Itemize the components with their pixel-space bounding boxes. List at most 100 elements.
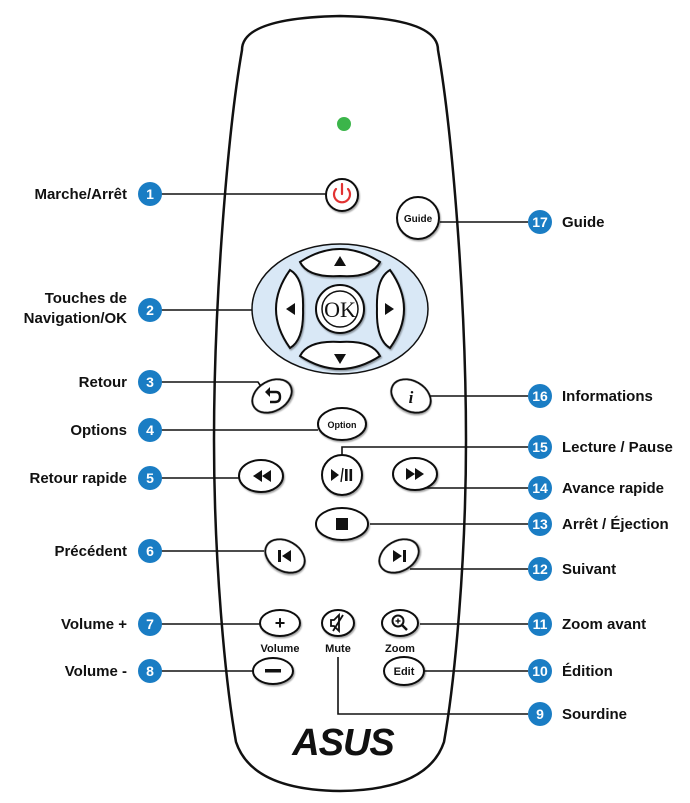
callout-8: 8 Volume - (65, 659, 162, 683)
callout-1: 1 Marche/Arrêt (34, 182, 162, 206)
power-icon (332, 187, 352, 204)
arrow-down-icon (334, 354, 346, 364)
play-pause-button[interactable] (321, 454, 363, 496)
mute-button[interactable] (321, 609, 355, 637)
callout-5: 5 Retour rapide (29, 466, 162, 490)
callout-label: Édition (562, 663, 613, 680)
mute-label: Mute (325, 643, 351, 655)
arrow-left-icon (286, 303, 295, 315)
volume-down-button[interactable] (252, 657, 294, 685)
callout-2: 2 Touches de Navigation/OK (24, 290, 162, 327)
back-button[interactable] (246, 373, 297, 420)
callout-number: 2 (146, 302, 154, 318)
stop-icon (336, 518, 348, 530)
minus-icon (265, 669, 281, 673)
callout-number: 8 (146, 663, 154, 679)
callout-label: Options (70, 422, 127, 439)
callout-label: Touches de (45, 290, 127, 307)
callout-15: 15 Lecture / Pause (528, 435, 673, 459)
callout-3: 3 Retour (79, 370, 162, 394)
asus-logo: ASUS (291, 722, 394, 764)
callout-number: 3 (146, 374, 154, 390)
nav-down-button[interactable] (298, 340, 382, 370)
zoom-button[interactable] (381, 609, 419, 637)
return-icon (268, 390, 282, 404)
option-button-label: Option (328, 420, 357, 430)
callout-number: 7 (146, 616, 154, 632)
info-icon: i (409, 388, 414, 407)
zoom-icon (391, 614, 408, 631)
callout-number: 9 (536, 706, 544, 722)
previous-icon (278, 550, 291, 562)
play-pause-icon (331, 467, 353, 483)
next-icon (393, 550, 406, 562)
guide-button-label: Guide (404, 214, 433, 225)
zoom-label: Zoom (385, 643, 415, 655)
callout-12: 12 Suivant (528, 557, 616, 581)
callout-number: 4 (146, 422, 154, 438)
volume-label: Volume (261, 643, 300, 655)
callout-label: Volume - (65, 663, 127, 680)
nav-up-button[interactable] (298, 248, 382, 278)
callout-4: 4 Options (70, 418, 162, 442)
status-led (337, 117, 351, 131)
callout-label: Précédent (54, 543, 127, 560)
callout-number: 13 (532, 516, 548, 532)
callout-number: 14 (532, 480, 548, 496)
stop-button[interactable] (315, 507, 369, 541)
callout-label: Marche/Arrêt (34, 186, 127, 203)
callout-label: Sourdine (562, 706, 627, 723)
callout-label: Retour (79, 374, 127, 391)
callout-17: 17 Guide (528, 210, 605, 234)
fast-forward-icon (406, 468, 415, 480)
callout-number: 10 (532, 663, 548, 679)
ok-button-label: OK (324, 297, 356, 322)
callout-13: 13 Arrêt / Éjection (528, 512, 669, 536)
callout-10: 10 Édition (528, 659, 613, 683)
arrow-up-icon (334, 256, 346, 266)
rewind-button[interactable] (238, 459, 284, 493)
next-button[interactable] (373, 533, 424, 580)
arrow-right-icon (385, 303, 394, 315)
callout-label: Suivant (562, 561, 616, 578)
ok-button[interactable]: OK (315, 284, 365, 334)
callout-number: 12 (532, 561, 548, 577)
nav-left-button[interactable] (275, 268, 305, 350)
callout-number: 6 (146, 543, 154, 559)
option-button[interactable]: Option (317, 407, 367, 441)
mute-icon (330, 612, 344, 634)
nav-right-button[interactable] (375, 268, 405, 350)
callout-9: 9 Sourdine (528, 702, 627, 726)
callout-label: Arrêt / Éjection (562, 516, 669, 533)
previous-button[interactable] (259, 533, 310, 580)
power-button[interactable] (325, 178, 359, 212)
callout-label: Navigation/OK (24, 310, 128, 327)
callout-number: 16 (532, 388, 548, 404)
callout-number: 1 (146, 186, 154, 202)
callout-14: 14 Avance rapide (528, 476, 664, 500)
edit-button[interactable]: Edit (383, 656, 425, 686)
callout-6: 6 Précédent (54, 539, 162, 563)
callout-number: 17 (532, 214, 548, 230)
guide-button[interactable]: Guide (396, 196, 440, 240)
callout-16: 16 Informations (528, 384, 653, 408)
info-button[interactable]: i (385, 373, 436, 420)
callout-7: 7 Volume + (61, 612, 162, 636)
callout-label: Volume + (61, 616, 127, 633)
callout-11: 11 Zoom avant (528, 612, 646, 636)
callout-number: 5 (146, 470, 154, 486)
callout-label: Retour rapide (29, 470, 127, 487)
callout-label: Informations (562, 388, 653, 405)
plus-icon: + (275, 613, 286, 633)
callout-number: 11 (533, 616, 548, 632)
edit-button-label: Edit (394, 666, 415, 678)
fast-forward-button[interactable] (392, 457, 438, 491)
volume-up-button[interactable]: + (259, 609, 301, 637)
callout-label: Zoom avant (562, 616, 646, 633)
callout-lines (160, 193, 528, 715)
callout-label: Avance rapide (562, 480, 664, 497)
callout-label: Lecture / Pause (562, 439, 673, 456)
callout-number: 15 (532, 439, 548, 455)
rewind-icon (253, 470, 262, 482)
